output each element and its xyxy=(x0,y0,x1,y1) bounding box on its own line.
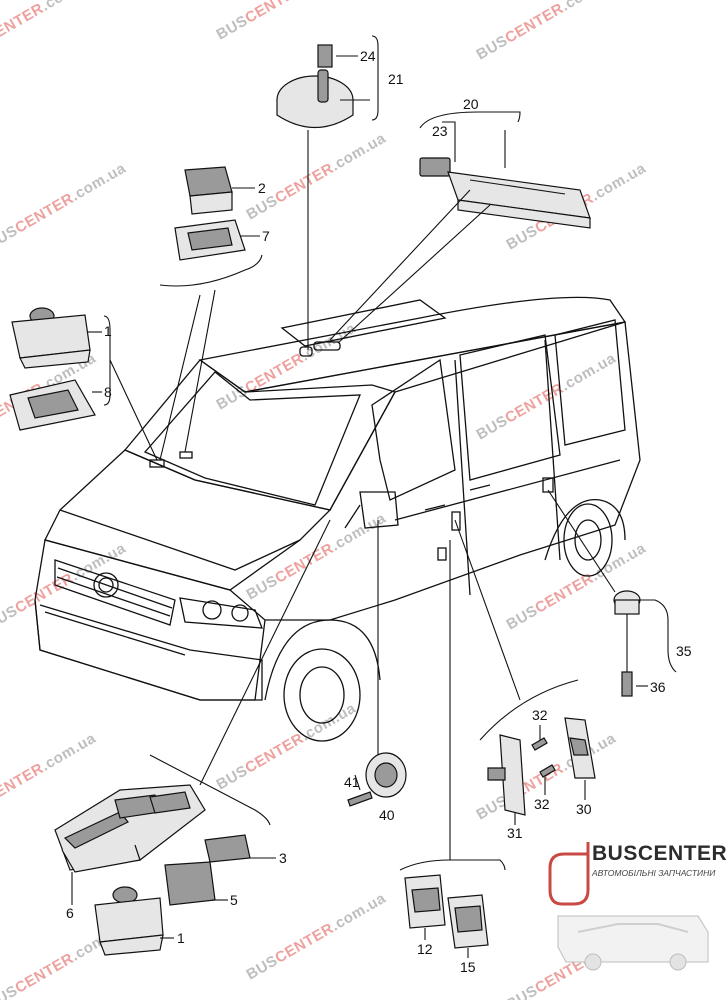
switch-part-3 xyxy=(204,834,251,863)
sensor-part-35 xyxy=(613,590,641,697)
switch-part-2 xyxy=(184,166,233,215)
speaker-cap-part-40 xyxy=(365,752,407,798)
callout-8: 8 xyxy=(104,384,112,400)
callout-5: 5 xyxy=(230,892,238,908)
switch-part-5 xyxy=(164,861,216,906)
buscenter-logo: BUSCENTER АВТОМОБІЛЬНІ ЗАПЧАСТИНИ xyxy=(548,832,727,982)
callout-1-top: 1 xyxy=(104,323,112,339)
watermark-text: BUSCENTER.com.ua xyxy=(244,130,389,224)
callout-20: 20 xyxy=(463,96,479,112)
callout-40: 40 xyxy=(379,807,395,823)
door-contact-part-31 xyxy=(487,734,526,816)
control-module-part-20 xyxy=(419,157,591,229)
switch-part-12 xyxy=(404,874,446,929)
callout-2: 2 xyxy=(258,180,266,196)
mirror-adjust-knob-part-1b xyxy=(94,886,164,956)
callout-32-top: 32 xyxy=(532,707,548,723)
callout-36: 36 xyxy=(650,679,666,695)
callout-41: 41 xyxy=(344,774,360,790)
callout-30: 30 xyxy=(576,801,592,817)
switch-frame-part-7 xyxy=(174,219,246,261)
callout-labels: 24 21 20 23 2 7 1 8 3 6 5 1 41 40 32 32 … xyxy=(66,48,692,975)
watermark-text: BUSCENTER.com.ua xyxy=(474,0,619,63)
light-switch-part-21 xyxy=(276,44,354,129)
callout-7: 7 xyxy=(262,228,270,244)
watermark-text: BUSCENTER.com.ua xyxy=(0,160,129,254)
callout-6: 6 xyxy=(66,905,74,921)
watermark-text: BUSCENTER.com.ua xyxy=(0,0,99,63)
callout-24: 24 xyxy=(360,48,376,64)
callout-15: 15 xyxy=(460,959,476,975)
switch-part-15 xyxy=(447,894,489,949)
watermark-text: BUSCENTER.com.ua xyxy=(0,730,99,824)
callout-12: 12 xyxy=(417,941,433,957)
callout-32-bottom: 32 xyxy=(534,796,550,812)
window-switch-panel-part-6 xyxy=(54,784,206,873)
screw-part-41 xyxy=(347,791,373,807)
callout-1-bottom: 1 xyxy=(177,930,185,946)
van-illustration xyxy=(34,296,641,742)
logo-mark-icon xyxy=(548,842,709,971)
logo-tagline: АВТОМОБІЛЬНІ ЗАПЧАСТИНИ xyxy=(592,868,716,878)
callout-35: 35 xyxy=(676,643,692,659)
logo-name: BUSCENTER xyxy=(592,842,727,865)
watermark-text: BUSCENTER.com.ua xyxy=(214,0,359,43)
bezel-part-8 xyxy=(9,379,96,431)
screw-part-32 xyxy=(531,737,556,778)
callout-23: 23 xyxy=(432,123,448,139)
callout-31: 31 xyxy=(507,825,523,841)
door-contact-part-30 xyxy=(564,717,596,779)
callout-21: 21 xyxy=(388,71,404,87)
leader-lines xyxy=(71,35,677,958)
mirror-adjust-knob-part-1a xyxy=(11,307,91,369)
callout-3: 3 xyxy=(279,850,287,866)
watermark-text: BUSCENTER.com.ua xyxy=(244,890,389,984)
